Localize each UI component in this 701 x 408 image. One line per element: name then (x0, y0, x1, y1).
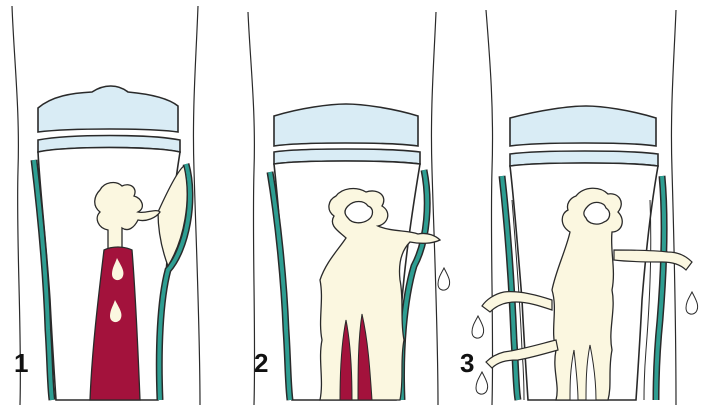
articular-cartilage (274, 104, 418, 146)
articular-cartilage (38, 86, 178, 132)
intramedullary-abscess (320, 189, 440, 400)
panel-3: 3 (460, 10, 698, 405)
pus-droplet (476, 372, 488, 394)
articular-cartilage (510, 106, 656, 146)
pus-droplet (686, 292, 698, 314)
pus-droplet (438, 268, 450, 290)
panel-label-3: 3 (460, 348, 474, 378)
panel-label-2: 2 (254, 348, 268, 378)
panel-2: 2 (248, 12, 450, 405)
panel-1: 1 (12, 6, 200, 405)
panel-label-1: 1 (14, 348, 28, 378)
pus-droplet (472, 316, 484, 338)
